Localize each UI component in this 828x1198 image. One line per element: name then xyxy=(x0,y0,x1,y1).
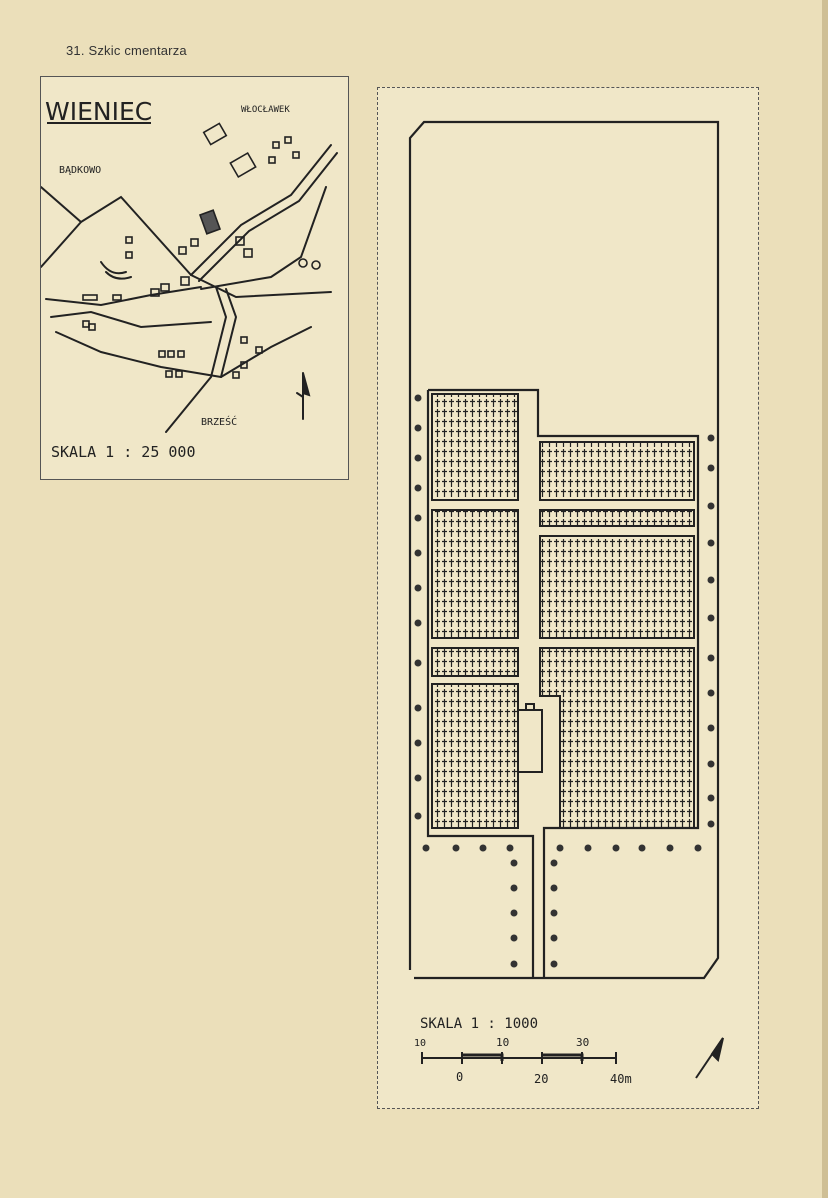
chapel xyxy=(517,709,543,773)
grave-plot xyxy=(431,647,519,677)
grave-plot xyxy=(431,509,519,639)
grave-plot xyxy=(539,509,695,527)
location-map-scale: SKALA 1 : 25 000 xyxy=(51,443,196,461)
grave-plot xyxy=(431,393,519,501)
cemetery-plan-scale: SKALA 1 : 1000 xyxy=(420,1016,539,1032)
place-label-wloclawek: WŁOCŁAWEK xyxy=(241,105,290,115)
scale-tick-top: 10 xyxy=(496,1036,510,1049)
grave-plot xyxy=(431,683,519,829)
location-map-title: WIENIEC xyxy=(45,97,153,126)
place-label-brzesc: BRZEŚĆ xyxy=(201,417,238,428)
figure-caption: 31. Szkic cmentarza xyxy=(66,43,187,58)
cemetery-boundary xyxy=(408,120,720,980)
cemetery-plan-drawing xyxy=(408,120,724,1079)
road-badkowo xyxy=(41,186,192,276)
road-wloclawek xyxy=(190,144,332,276)
scale-tick-top: 10 xyxy=(414,1038,427,1049)
location-map-drawing xyxy=(41,122,338,433)
grave-plot xyxy=(539,441,695,501)
grave-plot xyxy=(539,647,695,829)
road-east xyxy=(190,274,332,299)
scale-tick-top: 30 xyxy=(576,1036,590,1049)
scale-tick-bottom: 20 xyxy=(534,1072,549,1086)
road-brzesc xyxy=(165,286,228,433)
place-label-badkowo: BĄDKOWO xyxy=(59,165,102,176)
scale-tick-bottom: 40m xyxy=(610,1072,632,1086)
location-map: WIENIEC WŁOCŁAWEK BĄDKOWO BRZEŚĆ SKALA 1… xyxy=(40,76,349,480)
page-edge xyxy=(822,0,828,1198)
scale-tick-bottom: 0 xyxy=(456,1070,464,1084)
cemetery-plan: SKALA 1 : 1000 10 10 30 0 20 40m xyxy=(377,87,759,1109)
grave-plot xyxy=(539,535,695,639)
